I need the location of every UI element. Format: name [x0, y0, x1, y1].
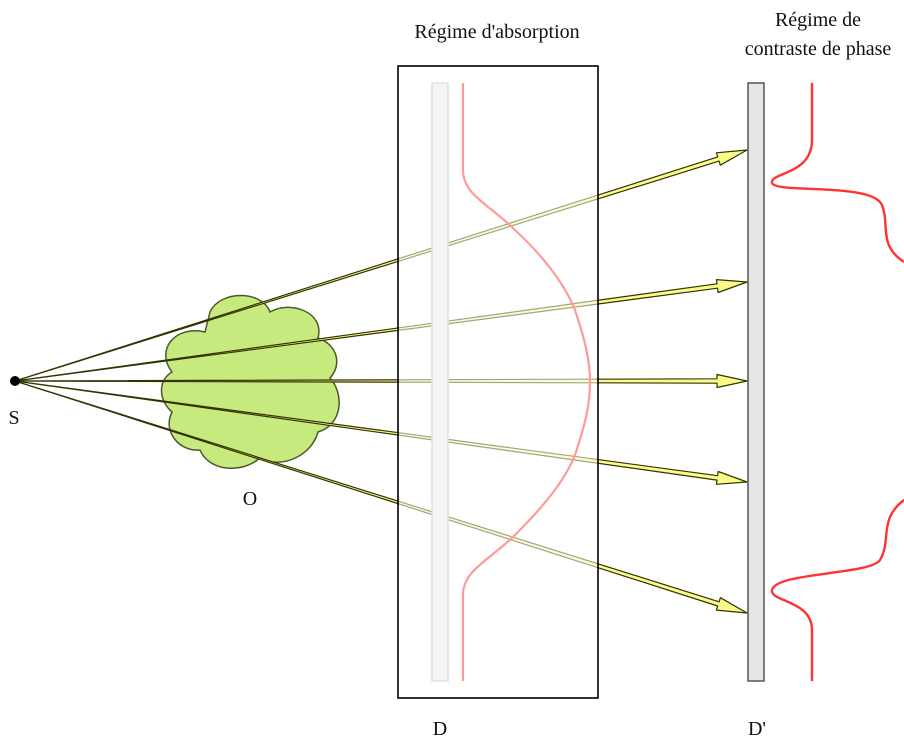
source-label: S: [8, 407, 19, 429]
phase-regime-label-line1: Régime de: [775, 9, 861, 31]
detector-d-prime: [747, 82, 765, 682]
phase-contrast-profile-curve: [770, 83, 904, 681]
detector-d-label: D: [433, 718, 447, 740]
ray-arrow-5: [14, 380, 748, 614]
absorption-regime-frame: [397, 65, 599, 699]
phase-regime-label-line2: contraste de phase: [745, 38, 892, 60]
rays-group: [14, 149, 748, 614]
ray-arrow-3: [14, 373, 748, 389]
absorption-regime-label: Régime d'absorption: [414, 21, 579, 43]
absorption-profile-curve: [461, 83, 592, 681]
ray-arrow-1: [14, 149, 748, 382]
absorption-fade-overlay: [399, 67, 597, 697]
source-point: [10, 376, 20, 386]
object-label: O: [243, 488, 257, 510]
ray-arrow-4: [14, 380, 748, 485]
ray-arrow-2: [14, 279, 748, 382]
detector-d-prime-label: D': [748, 718, 766, 740]
